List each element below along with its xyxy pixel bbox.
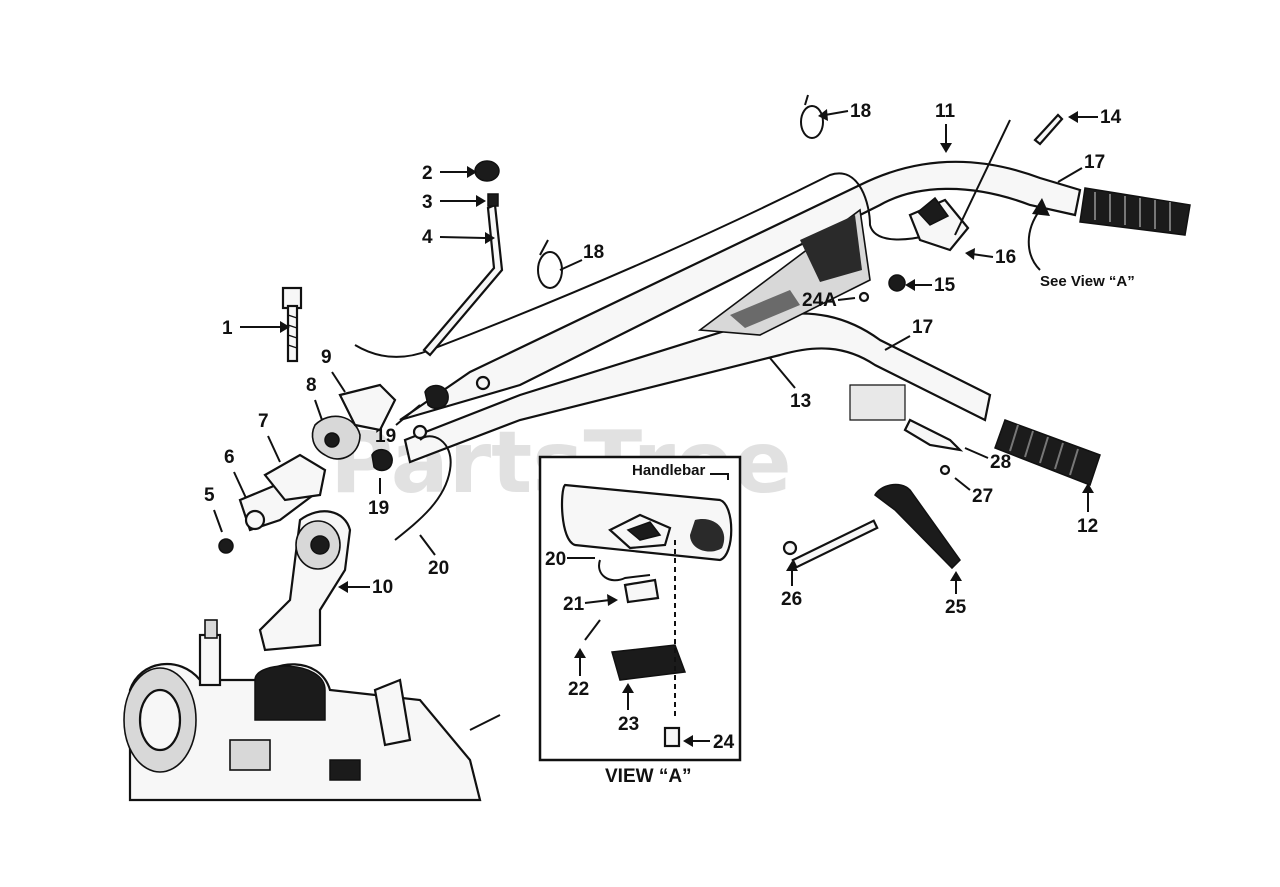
callout-17-upper: 17 xyxy=(1084,152,1105,173)
upper-hardware xyxy=(858,113,1064,303)
clips-18 xyxy=(537,94,824,289)
callout-14: 14 xyxy=(1100,107,1122,128)
callout-10: 10 xyxy=(372,577,393,598)
bolt-1 xyxy=(281,286,303,363)
view-a-inset: Handlebar 20 21 22 23 24 VIEW “A” xyxy=(538,455,742,787)
grip-lower xyxy=(994,419,1101,486)
handlebar-assembly xyxy=(354,160,1191,541)
callout-17-lower: 17 xyxy=(912,317,933,338)
inset-callout-23: 23 xyxy=(618,714,639,735)
callout-12: 12 xyxy=(1077,516,1098,537)
callout-27: 27 xyxy=(972,486,993,507)
inset-callout-22: 22 xyxy=(568,679,589,700)
callout-19-lower: 19 xyxy=(368,498,389,519)
inset-callout-21: 21 xyxy=(563,594,585,615)
callout-19-upper: 19 xyxy=(375,426,396,447)
callout-7: 7 xyxy=(258,411,269,432)
callout-18-lower: 18 xyxy=(583,242,604,263)
see-view-label: See View “A” xyxy=(1040,273,1135,290)
callout-3: 3 xyxy=(422,192,433,213)
callout-11: 11 xyxy=(935,101,956,122)
callout-9: 9 xyxy=(321,347,332,368)
callout-24a: 24A xyxy=(802,290,837,311)
inset-callout-24: 24 xyxy=(713,732,735,753)
callout-1: 1 xyxy=(222,318,233,339)
callout-28: 28 xyxy=(990,452,1011,473)
callout-2: 2 xyxy=(422,163,433,184)
inset-title: VIEW “A” xyxy=(605,766,692,787)
callout-20: 20 xyxy=(428,558,449,579)
callout-15: 15 xyxy=(934,275,956,296)
callout-18-upper: 18 xyxy=(850,101,871,122)
grip-upper xyxy=(1079,187,1191,236)
callout-4: 4 xyxy=(422,227,433,248)
pivot-brackets xyxy=(218,383,449,554)
callout-8: 8 xyxy=(306,375,317,396)
callout-26: 26 xyxy=(781,589,802,610)
control-rod xyxy=(422,160,504,357)
callout-13: 13 xyxy=(790,391,811,412)
inset-callout-20: 20 xyxy=(545,549,566,570)
inset-handlebar-label: Handlebar xyxy=(632,462,706,479)
callouts: 1 2 3 4 5 6 7 8 9 10 11 12 13 14 15 16 1 xyxy=(204,101,1135,618)
callout-5: 5 xyxy=(204,485,215,506)
engine-block xyxy=(123,619,501,802)
callout-6: 6 xyxy=(224,447,235,468)
control-lever xyxy=(782,384,964,570)
housing-10 xyxy=(258,510,352,652)
callout-25: 25 xyxy=(945,597,967,618)
callout-16: 16 xyxy=(995,247,1016,268)
